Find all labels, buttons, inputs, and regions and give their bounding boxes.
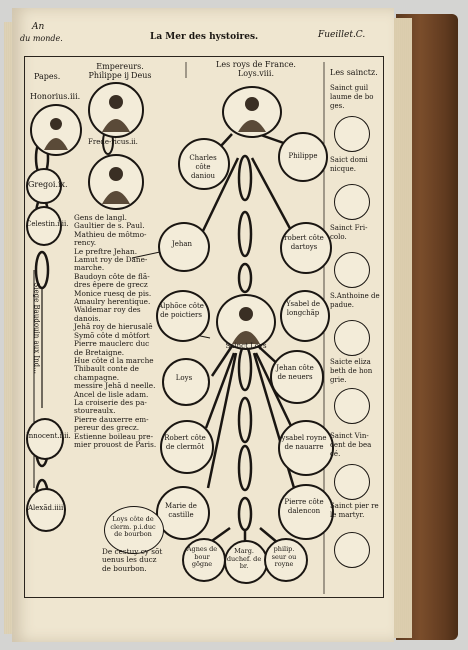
label-loys-clermont: Loys côte de clerm. p.i.duc de bourbon <box>110 515 156 538</box>
left-page-edges <box>4 22 14 634</box>
label-agnes: Agnes de bour gõgne <box>186 545 218 568</box>
medal-pierre <box>278 484 334 540</box>
ring-gregoire <box>26 168 62 204</box>
medal-ysabel-navarre <box>278 420 334 476</box>
medal-marg <box>224 540 268 584</box>
label-marie: Marie de castille <box>165 502 197 519</box>
saint-ring-4 <box>334 320 370 356</box>
saint-ring-6 <box>334 464 370 500</box>
medal-jehan <box>158 222 210 272</box>
label-jehan: Jehan <box>171 240 193 248</box>
label-alexandre: Alexãd.iiii. <box>28 504 66 512</box>
label-robert-artois: robert côte dartoys <box>284 234 324 251</box>
medal-jehan-nevers <box>270 350 324 404</box>
label-philip: philip. seur ou royne <box>271 545 297 568</box>
medal-robert-artois <box>280 222 332 274</box>
saint-label-5: Saicte eliza beth de hon grie. <box>330 358 373 384</box>
saint-ring-2 <box>334 184 370 220</box>
label-loys: Loys <box>175 374 193 382</box>
header-folio: Fueillet.C. <box>318 30 366 40</box>
label-honorius: Honorius.iii. <box>30 92 81 101</box>
label-charles: Charles côte daniou <box>189 154 217 180</box>
book: { "header":{"left_line1":"An","left_line… <box>4 8 458 642</box>
saint-label-7: Sainct pier re le martyr. <box>330 502 379 519</box>
label-jehan-nevers: Jehan côte de neuers <box>276 364 314 381</box>
medal-alphonse <box>156 290 210 342</box>
saint-label-3: Sainct Fri- colo. <box>330 224 368 241</box>
col-emperors: Empereurs. Philippe ĳ Deus <box>88 62 152 80</box>
label-innocent: Innocent.iiii. <box>26 432 71 440</box>
bourbon-note: De cestuy cy sõt uenus les ducz de bourb… <box>102 547 163 573</box>
medal-loys-clermont <box>104 506 164 554</box>
label-ysabel-navarre: ysabel royne de nauarre <box>281 434 327 451</box>
saint-ring-1 <box>334 116 370 152</box>
label-ysabel: Ysabel de longchãp <box>285 300 321 317</box>
saint-ring-7 <box>334 532 370 568</box>
label-philippe: Philippe <box>288 152 318 160</box>
medal-ysabel <box>280 290 330 342</box>
medal-robert-clermont <box>160 420 214 474</box>
label-marg: Marg. duchef. de br. <box>226 547 262 570</box>
saint-label-4: S.Anthoine de padue. <box>330 292 380 309</box>
king-portrait-loys-viii <box>222 86 282 138</box>
ring-celestin <box>26 206 62 246</box>
label-pierre: Pierre côte dalencon <box>284 498 324 515</box>
emperor-portrait-philippe <box>88 82 144 138</box>
label-celestin: Celestin.iiii. <box>26 220 69 228</box>
ring-alexandre <box>26 488 66 532</box>
medal-loys <box>162 358 210 406</box>
label-frederic: Frede-ricus.ii. <box>88 138 138 146</box>
label-robert-clermont: Robert côte de clermõt <box>164 434 206 451</box>
col-saints: Les sainctz. <box>330 68 378 77</box>
king-portrait-saint-loys <box>216 294 276 350</box>
saint-label-6: Sainct Vin- cent de bea cé. <box>330 432 372 458</box>
saint-label-2: Saict domi nicque. <box>330 156 368 173</box>
saint-label-1: Sainct guil laume de bo ges. <box>330 84 374 110</box>
medal-philip <box>264 538 308 582</box>
printed-page: { "header":{"left_line1":"An","left_line… <box>12 8 394 642</box>
emperor-portrait-frederic <box>88 154 144 210</box>
header-era: du monde. <box>20 34 63 43</box>
medal-agnes <box>182 538 226 582</box>
label-alphonse: Alphõce côte de poictiers <box>158 302 204 319</box>
label-saint-loys: Sainct Loys <box>225 342 267 350</box>
saint-ring-5 <box>334 388 370 424</box>
header-year: An <box>32 22 45 32</box>
genealogy-frame <box>24 56 384 598</box>
label-gregoire: Gregoi.ix. <box>28 180 68 189</box>
vertical-label: Siege Baudouin aux Ind... <box>32 282 41 374</box>
ring-innocent <box>26 418 64 460</box>
medal-marie <box>156 486 210 540</box>
col-popes: Papes. <box>34 72 61 81</box>
medal-charles <box>178 138 230 190</box>
medal-philippe <box>278 132 328 182</box>
pope-portrait <box>30 104 82 156</box>
col-kings: Les roys de France. Loys.viii. <box>216 60 296 78</box>
header-title: La Mer des hystoires. <box>150 32 259 42</box>
middle-narrative: Gens de langl. Gaultier de s. Paul. Math… <box>74 213 157 449</box>
saint-ring-3 <box>334 252 370 288</box>
